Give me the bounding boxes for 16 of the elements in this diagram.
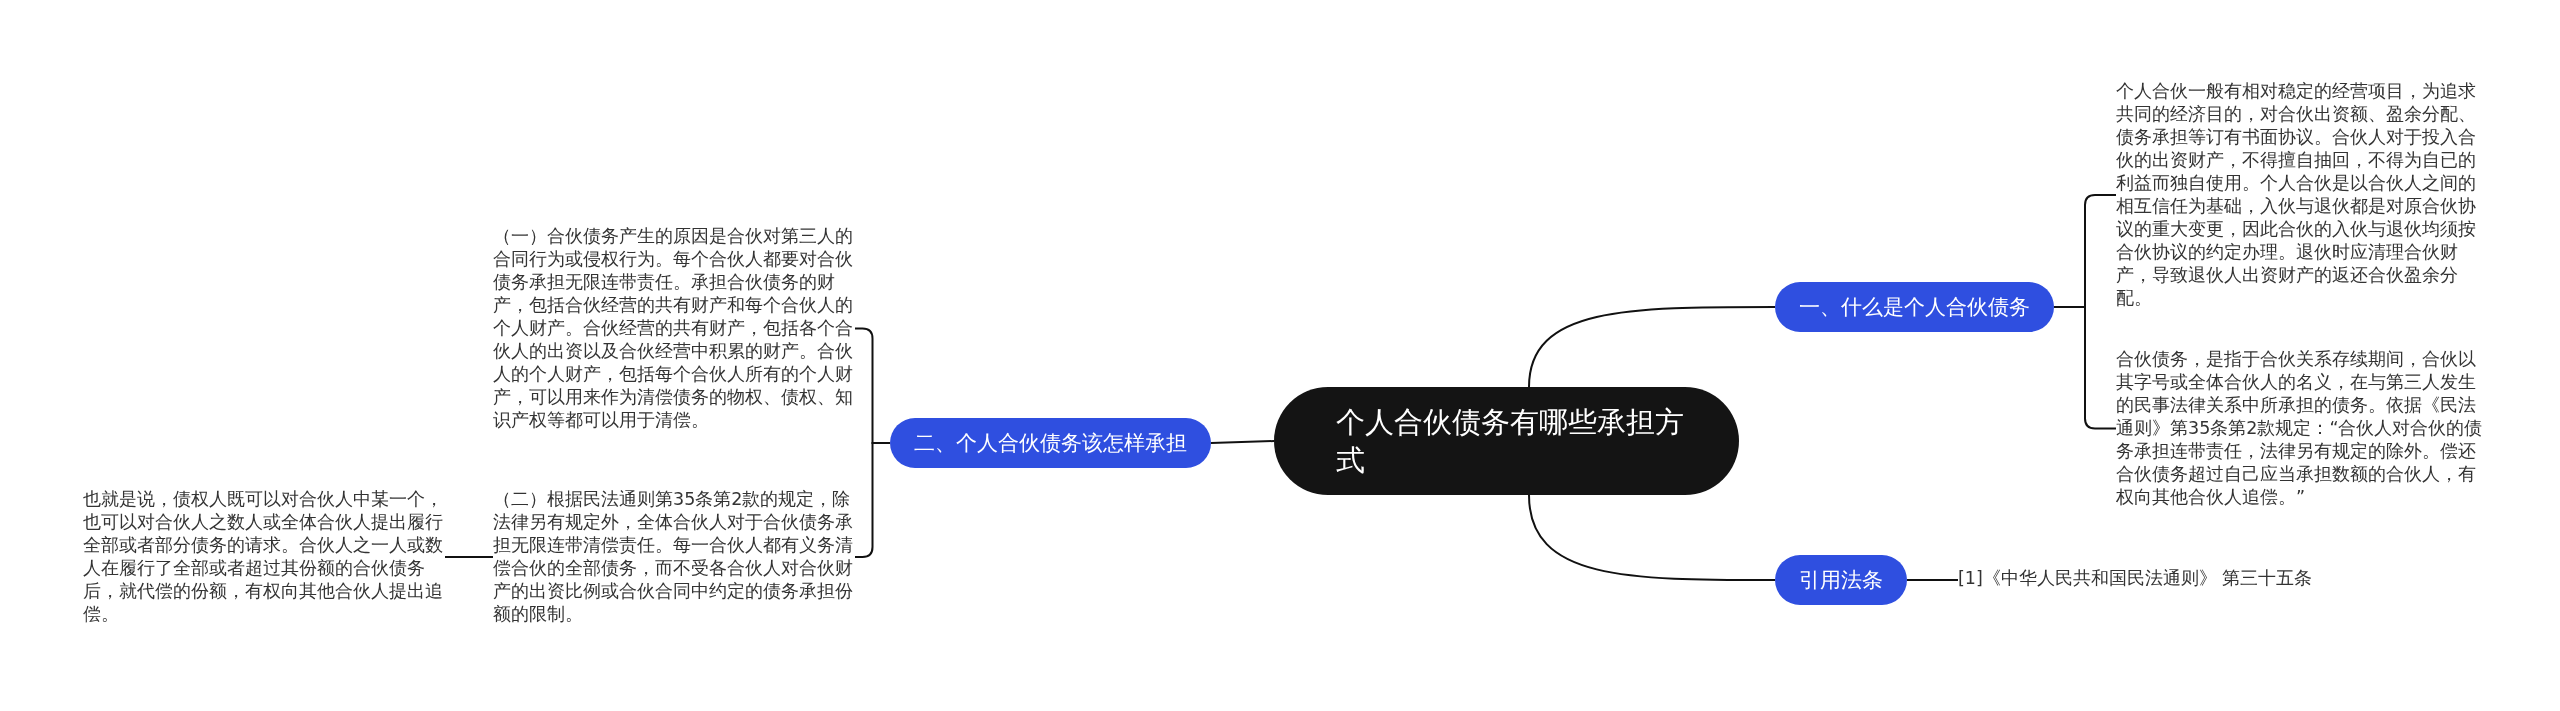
connector-line: [444, 556, 494, 558]
topic-node: 一、什么是个人合伙债务: [1775, 282, 2054, 332]
topic-node: 引用法条: [1775, 555, 1907, 605]
note-text: 合伙债务，是指于合伙关系存续期间，合伙以其字号或全体合伙人的名义，在与第三人发生的民事法律关系中所承担的债务。依据《民法通则》第35条第2款规定：“合伙人对合伙的债务承担连带责任，法律另有规定的除外。偿还合伙债务超过自己应当承担数额的合伙人，有权向其他合伙人追偿。”: [2116, 348, 2488, 509]
note-text: 也就是说，债权人既可以对合伙人中某一个，也可以对合伙人之数人或全体合伙人提出履行全部或者部分债务的请求。合伙人之一人或数人在履行了全部或者超过其份额的合伙债务后，就代偿的份额，有权向其他合伙人提出追偿。: [83, 488, 445, 626]
central-topic: 个人合伙债务有哪些承担方式: [1274, 387, 1739, 495]
connector-line: [1906, 579, 1959, 581]
connector-line: [2053, 306, 2117, 430]
note-text: [1]《中华人民共和国民法通则》 第三十五条: [1958, 567, 2313, 590]
note-text: （一）合伙债务产生的原因是合伙对第三人的合同行为或侵权行为。每个合伙人都要对合伙债务承担无限连带责任。承担合伙债务的财产，包括合伙经营的共有财产和每个合伙人的个人财产。合伙经营的共有财产，包括各个合伙人的出资以及合伙经营中积累的财产。合伙人的个人财产，包括每个合伙人所有的个人财产，可以用来作为清偿债务的物权、债权、知识产权等都可以用于清偿。: [493, 225, 855, 432]
connector-line: [1528, 494, 1776, 581]
connector-line: [1210, 440, 1275, 444]
note-text: （二）根据民法通则第35条第2款的规定，除法律另有规定外，全体合伙人对于合伙债务承担无限连带清偿责任。每一合伙人都有义务清偿合伙的全部债务，而不受各合伙人对合伙财产的出资比例或合伙合同中约定的债务承担份额的限制。: [493, 488, 855, 626]
topic-node: 二、个人合伙债务该怎样承担: [890, 418, 1211, 468]
connector-line: [1528, 306, 1776, 388]
note-text: 个人合伙一般有相对稳定的经营项目，为追求共同的经济目的，对合伙出资额、盈余分配、债务承担等订有书面协议。合伙人对于投入合伙的出资财产，不得擅自抽回，不得为自已的利益而独自使用。个人合伙是以合伙人之间的相互信任为基础，入伙与退伙都是对原合伙协议的重大变更，因此合伙的入伙与退伙均须按合伙协议的约定办理。退伙时应清理合伙财产，导致退伙人出资财产的返还合伙盈余分配。: [2116, 80, 2488, 310]
